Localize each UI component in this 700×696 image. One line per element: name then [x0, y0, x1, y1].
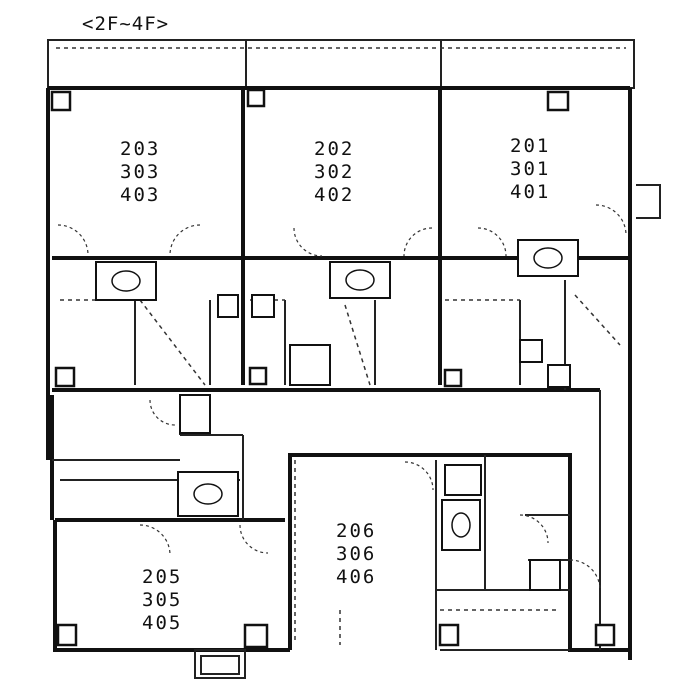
unit-206-number-2f: 206 — [336, 520, 376, 542]
bottom-entry-step — [194, 649, 246, 679]
floor-range-label: <2F~4F> — [82, 13, 169, 35]
unit-205-number-4f: 405 — [142, 612, 182, 634]
unit-203-number-3f: 303 — [120, 161, 160, 183]
unit-205-number-3f: 305 — [142, 589, 182, 611]
unit-202-number-4f: 402 — [314, 184, 354, 206]
unit-206-number-4f: 406 — [336, 566, 376, 588]
unit-203-number-2f: 203 — [120, 138, 160, 160]
unit-201-number-3f: 301 — [510, 158, 550, 180]
unit-203-number-4f: 403 — [120, 184, 160, 206]
right-protrusion — [636, 184, 661, 219]
toilet-fixtures — [95, 239, 579, 551]
corridor-walls — [50, 390, 601, 650]
unit-201-number-4f: 401 — [510, 181, 550, 203]
unit-202-number-2f: 202 — [314, 138, 354, 160]
unit-206-number-3f: 306 — [336, 543, 376, 565]
unit-201-label: 201 301 401 — [510, 135, 550, 203]
unit-202-number-3f: 302 — [314, 161, 354, 183]
unit-201-number-2f: 201 — [510, 135, 550, 157]
unit-203-label: 203 303 403 — [120, 138, 160, 206]
unit-205-label: 205 305 405 — [142, 566, 182, 634]
unit-206-label: 206 306 406 — [336, 520, 376, 588]
unit-202-label: 202 302 402 — [314, 138, 354, 206]
kitchen-fixtures — [179, 294, 571, 591]
door-swings — [57, 204, 627, 591]
unit-205-number-2f: 205 — [142, 566, 182, 588]
structural-columns — [50, 88, 616, 649]
balcony — [47, 39, 635, 89]
